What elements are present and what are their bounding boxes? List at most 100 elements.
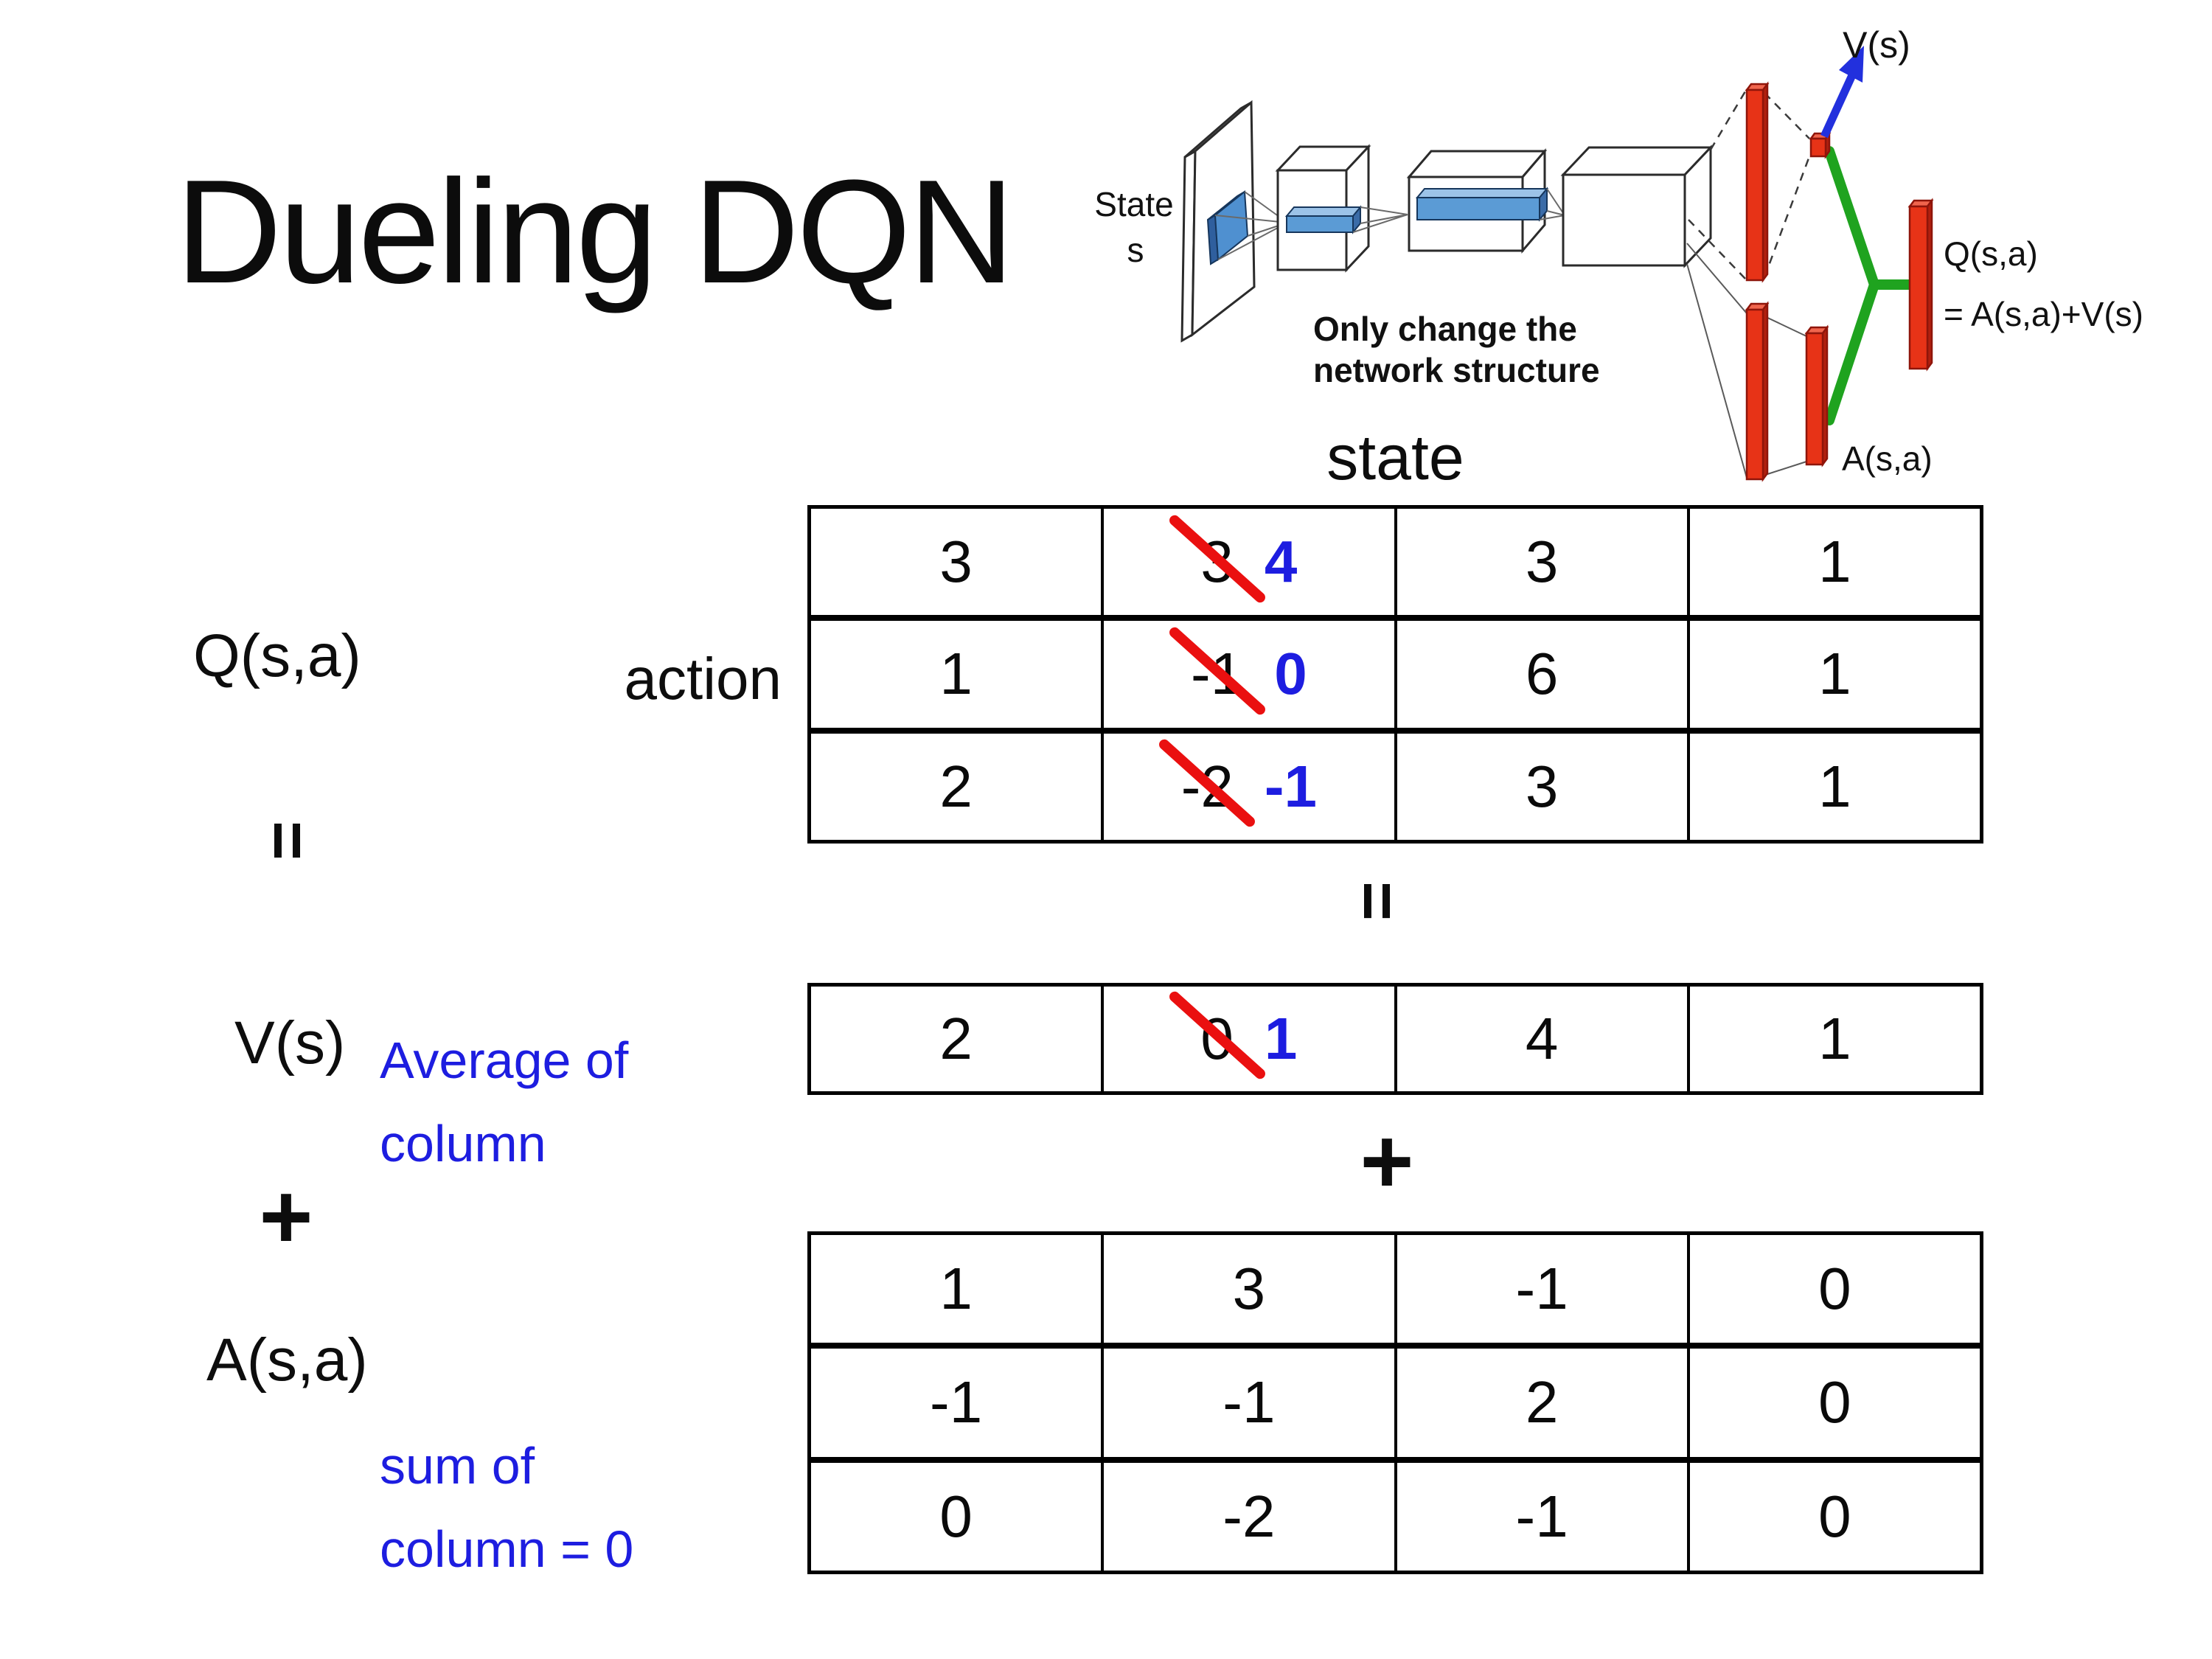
input-state-plate	[1180, 100, 1256, 343]
equals-sign-mid: =	[1340, 881, 1416, 921]
table-row: 3 3 4 3 1	[811, 509, 1980, 616]
a-cell: -1	[811, 1349, 1101, 1456]
cell-value: -1	[1515, 1483, 1568, 1549]
q-cell: 1	[1686, 621, 1980, 728]
fan-lines-2	[1352, 206, 1408, 233]
a-cell: 0	[1686, 1349, 1980, 1457]
table-row: 0 -2 -1 0	[811, 1456, 1980, 1571]
a-cell: -1	[1394, 1462, 1687, 1571]
new-value: -1	[1264, 753, 1318, 819]
diagram-q-label-line1: Q(s,a)	[1944, 234, 2038, 273]
table-row: 2 0 1 4 1	[811, 987, 1980, 1091]
q-cell: 1	[811, 621, 1101, 727]
diagram-state-label: State	[1094, 185, 1173, 223]
value-arrow	[1820, 46, 1864, 139]
table-row: 1 -1 0 6 1	[811, 615, 1980, 728]
diagram-q-label-line2: = A(s,a)+V(s)	[1944, 295, 2143, 333]
a-matrix-label: A(s,a)	[206, 1326, 368, 1394]
new-value: 0	[1274, 641, 1307, 707]
table-row: 2 -2 -1 3 1	[811, 727, 1980, 840]
q-table: 3 3 4 3 1 1 -1 0 6 1 2 -2 -1 3 1	[807, 505, 1983, 844]
a-cell: 3	[1101, 1235, 1394, 1343]
a-cell: 1	[811, 1235, 1101, 1343]
table-row: -1 -1 2 0	[811, 1343, 1980, 1457]
merge-connector	[1824, 146, 1916, 425]
q-cell-corrected: 3 4	[1101, 509, 1394, 616]
v-matrix-label: V(s)	[234, 1009, 346, 1077]
old-value-wrap: 3	[1166, 512, 1267, 605]
new-value: 1	[1264, 1006, 1298, 1071]
cell-value: 1	[939, 1256, 973, 1322]
diagram-state-sub-label: s	[1127, 231, 1144, 269]
q-output-bar	[1907, 198, 1934, 372]
v-cell: 2	[811, 987, 1101, 1091]
q-cell: 3	[811, 509, 1101, 615]
a-cell: -1	[1101, 1349, 1394, 1457]
equals-sign-left: =	[250, 821, 326, 860]
diagram-note-line1: Only change the	[1313, 310, 1577, 348]
q-cell: 3	[1394, 733, 1687, 840]
cell-value: 6	[1525, 641, 1559, 707]
cell-value: -1	[1515, 1256, 1568, 1322]
conv-box-2	[1406, 147, 1548, 254]
v-cell-corrected: 0 1	[1101, 987, 1394, 1091]
a-cell: 0	[811, 1463, 1101, 1571]
a-table: 1 3 -1 0 -1 -1 2 0 0 -2 -1 0	[807, 1231, 1983, 1574]
fc-box	[1560, 145, 1714, 268]
feature-bar-2	[1415, 187, 1549, 222]
a-cell: -1	[1394, 1235, 1687, 1343]
q-cell: 1	[1686, 733, 1980, 840]
conv-box-1	[1275, 144, 1371, 273]
cell-value: 3	[939, 529, 973, 595]
cell-value: 2	[939, 753, 973, 819]
new-value: 4	[1264, 529, 1298, 595]
table-row: 1 3 -1 0	[811, 1235, 1980, 1343]
q-cell: 3	[1394, 509, 1687, 616]
note-line: column = 0	[380, 1520, 634, 1579]
sum-of-column-note: sum of column = 0	[380, 1425, 633, 1592]
q-cell: 6	[1394, 621, 1687, 728]
value-stream-bar	[1745, 81, 1770, 283]
diagram-note-line2: network structure	[1313, 351, 1600, 389]
cell-value: 0	[1818, 1256, 1851, 1322]
old-value-wrap: -1	[1166, 625, 1267, 717]
cell-value: 4	[1525, 1006, 1559, 1071]
q-matrix-label: Q(s,a)	[193, 622, 361, 689]
a-cell: -2	[1101, 1462, 1394, 1571]
cell-value: -1	[930, 1369, 983, 1436]
note-line: column	[380, 1115, 546, 1173]
page-title: Dueling DQN	[175, 150, 1015, 314]
old-value-wrap: -2	[1157, 737, 1258, 830]
cell-value: 1	[939, 641, 973, 707]
cell-value: 1	[1818, 1006, 1851, 1071]
value-scalar-node	[1809, 131, 1832, 159]
v-cell: 4	[1394, 987, 1687, 1091]
cell-value: 1	[1818, 641, 1851, 707]
plus-sign-left: +	[259, 1165, 313, 1268]
cell-value: -2	[1222, 1483, 1276, 1549]
cell-value: -1	[1222, 1369, 1276, 1436]
diagram-value-label: V(s)	[1843, 24, 1910, 66]
cell-value: 3	[1525, 529, 1559, 595]
cell-value: 2	[939, 1006, 973, 1071]
cell-value: 3	[1525, 753, 1559, 819]
cell-value: 3	[1232, 1256, 1266, 1322]
old-value-wrap: 0	[1166, 990, 1267, 1082]
a-cell: 2	[1394, 1349, 1687, 1457]
cell-value: 1	[1818, 529, 1851, 595]
action-axis-label: action	[624, 646, 782, 712]
a-cell: 0	[1686, 1235, 1980, 1343]
value-stream-dashed-lines	[1688, 91, 1811, 279]
fan-lines-3	[1539, 188, 1565, 220]
cell-value: 0	[1818, 1369, 1851, 1436]
cell-value: 1	[1818, 753, 1851, 819]
plus-sign-mid: +	[1360, 1110, 1414, 1213]
cell-value: 0	[1818, 1483, 1851, 1549]
note-line: sum of	[380, 1437, 535, 1495]
q-cell-corrected: -2 -1	[1101, 733, 1394, 840]
cell-value: 0	[939, 1483, 973, 1549]
feature-bar-1	[1284, 205, 1363, 234]
a-cell: 0	[1686, 1462, 1980, 1571]
q-cell-corrected: -1 0	[1101, 621, 1394, 728]
fan-lines-1	[1214, 191, 1288, 260]
